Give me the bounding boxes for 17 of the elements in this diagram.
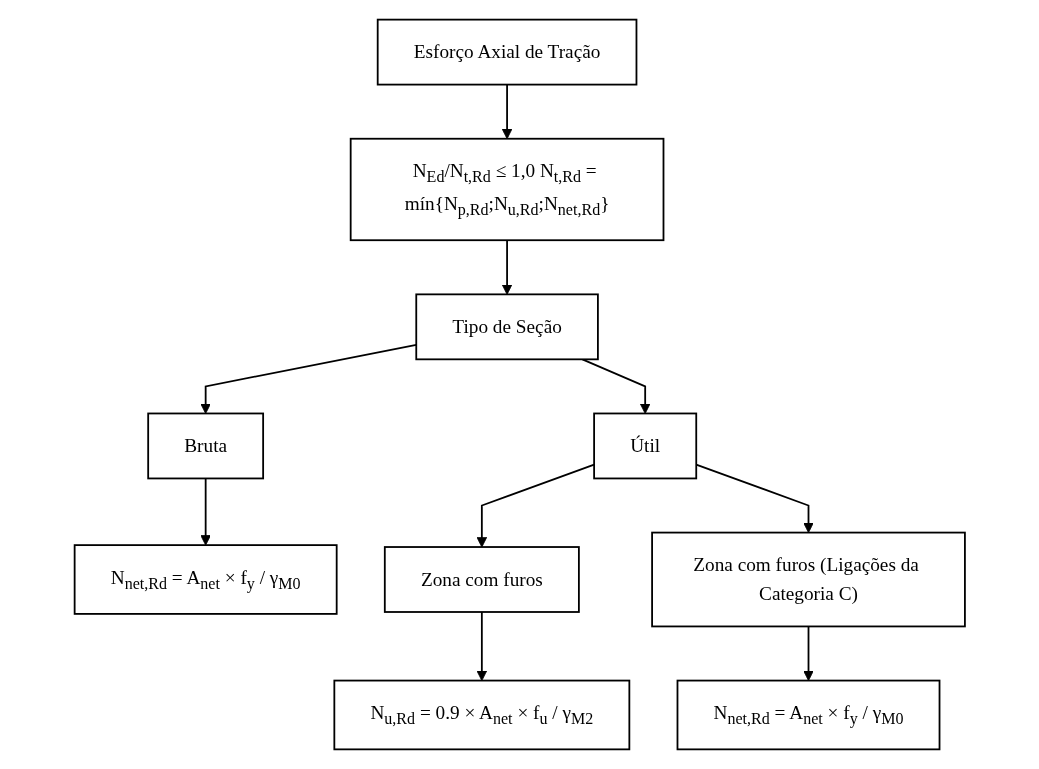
node-box: N$_{Ed}$/N$_{t,Rd}$ ≤ 1,0 N$_{t,Rd}$ = mín{N$_{p,Rd}$;N$_{u,Rd}$;N$_{net,Rd}$} bbox=[349, 137, 665, 242]
node-box: Zona com furos (Ligações da Categoria C) bbox=[650, 531, 966, 628]
node-box: Esforço Axial de Tração bbox=[376, 18, 638, 86]
node-box: Tipo de Seção bbox=[415, 293, 599, 361]
arrow bbox=[501, 239, 513, 295]
arrow bbox=[501, 83, 513, 140]
node-box: Útil bbox=[592, 412, 697, 480]
node-box: Zona com furos bbox=[383, 546, 580, 613]
arrow bbox=[695, 463, 814, 534]
node-box: N$_{u,Rd}$ = 0.9 × A$_{net}$ × f$_{u}$ / γ$_{M2}$ bbox=[333, 679, 630, 751]
arrow bbox=[200, 477, 211, 546]
arrow bbox=[581, 358, 651, 414]
arrow bbox=[802, 625, 814, 682]
node-box: N$_{net,Rd}$ = A$_{net}$ × f$_{y}$ / γ$_{M0}$ bbox=[676, 679, 941, 751]
node-box: N$_{net,Rd}$ = A$_{net}$ × f$_{y}$ / γ$_{M0}$ bbox=[73, 544, 338, 615]
arrow bbox=[476, 611, 487, 682]
node-box: Bruta bbox=[147, 412, 264, 480]
